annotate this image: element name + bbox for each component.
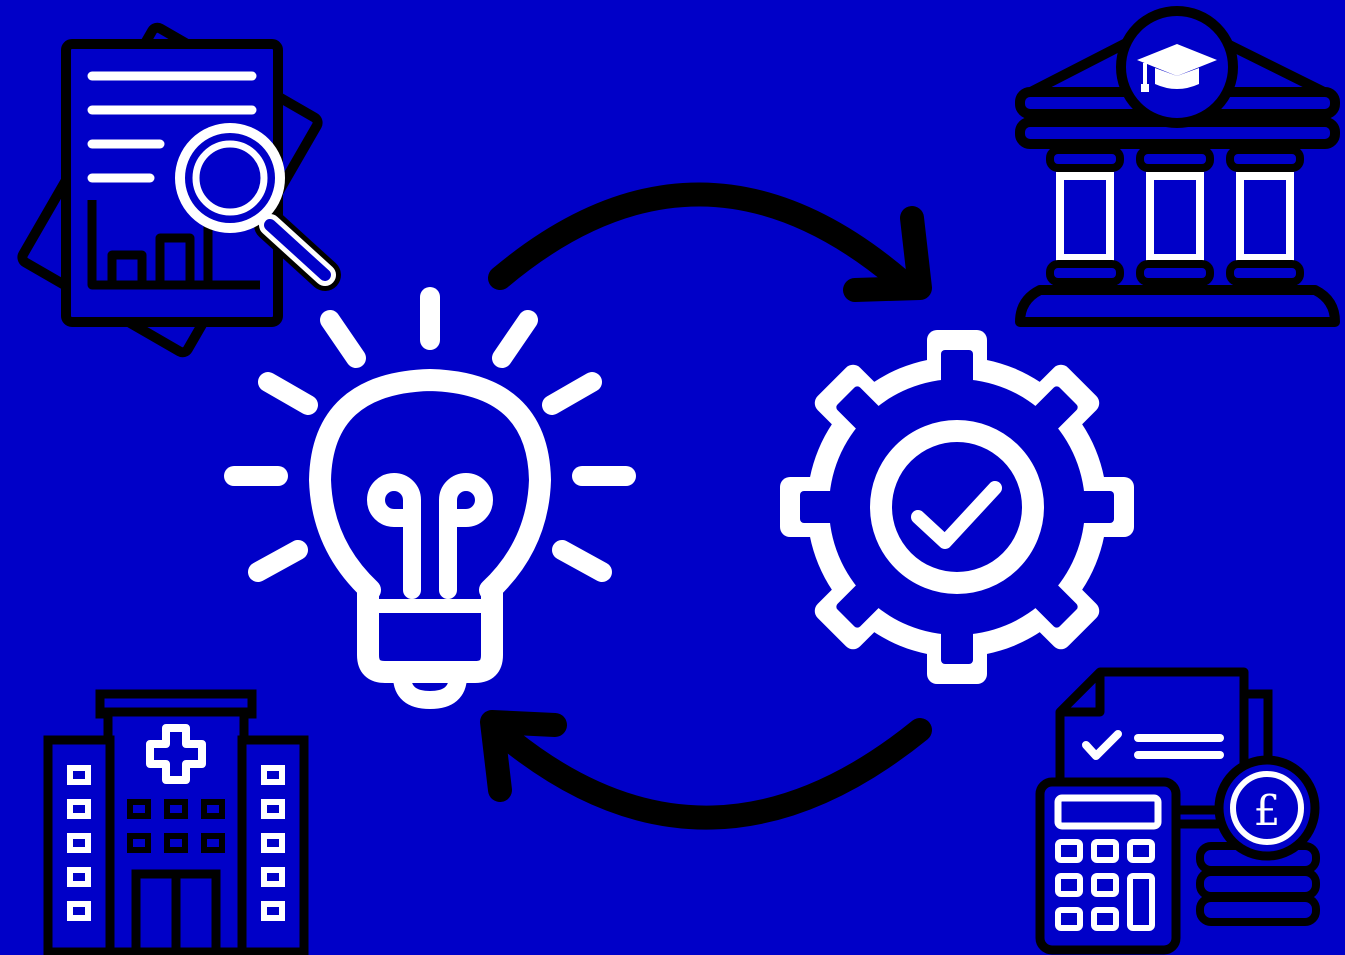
- lightbulb-icon: [224, 287, 636, 710]
- pound-symbol: £: [1254, 786, 1281, 835]
- cycle-arrow-top-icon: [488, 182, 932, 302]
- gear-check-icon: [780, 330, 1134, 684]
- university-icon: [1015, 6, 1340, 327]
- research-document-icon: [17, 22, 341, 358]
- hospital-icon: [43, 689, 309, 955]
- calculator-coins-icon: £: [1035, 667, 1320, 955]
- cycle-arrow-bottom-icon: [480, 710, 932, 830]
